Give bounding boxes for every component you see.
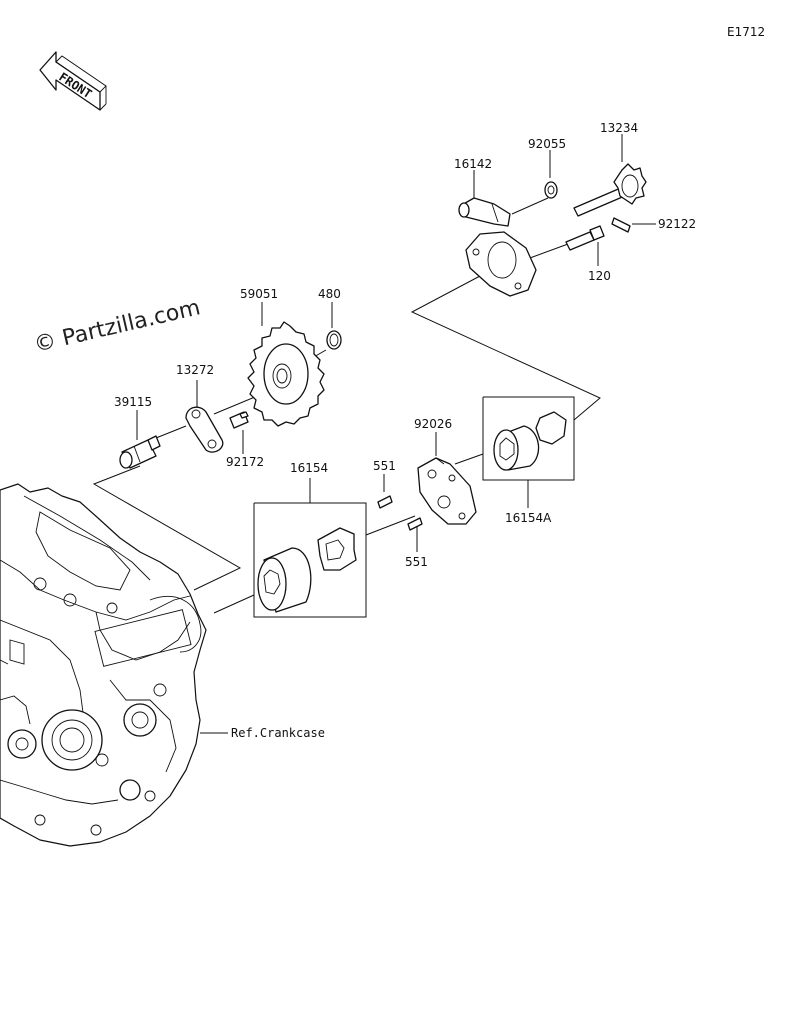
label-92055: 92055 (528, 137, 566, 151)
label-16154: 16154 (290, 461, 328, 475)
part-13234-shaft (573, 163, 647, 217)
front-arrow-icon: FRONT (39, 51, 107, 111)
part-labels: 13234 92055 16142 92122 120 59051 480 13… (114, 121, 696, 740)
label-16142: 16142 (454, 157, 492, 171)
part-16154A-rotor-set (493, 411, 567, 471)
leader-lines (92, 134, 656, 734)
label-59051: 59051 (240, 287, 278, 301)
label-551-upper: 551 (373, 459, 396, 473)
label-13234: 13234 (600, 121, 638, 135)
part-551-pin-upper (377, 495, 393, 509)
label-16154A: 16154A (505, 511, 552, 525)
label-480: 480 (318, 287, 341, 301)
crankcase-drawing (0, 483, 207, 847)
part-13272-plate (185, 406, 224, 453)
label-92122: 92122 (658, 217, 696, 231)
part-16154-rotor-set (257, 527, 357, 613)
label-120: 120 (588, 269, 611, 283)
part-480-circlip (326, 330, 342, 350)
diagram-code: E1712 (727, 25, 765, 39)
label-39115: 39115 (114, 395, 152, 409)
part-39115-fitting (119, 435, 161, 469)
label-551-lower: 551 (405, 555, 428, 569)
part-551-pin-lower (407, 517, 423, 531)
part-92055-washer (544, 181, 558, 199)
watermark: © Partzilla.com (32, 295, 203, 358)
part-92172-bolt (229, 411, 249, 429)
part-92026-cover (417, 457, 477, 525)
label-13272: 13272 (176, 363, 214, 377)
part-120-bolt (565, 225, 605, 251)
part-59051-gear (247, 321, 325, 427)
label-92026: 92026 (414, 417, 452, 431)
part-pump-body-upper (465, 231, 537, 297)
part-16142-fitting (458, 197, 511, 227)
part-92122-pin (611, 217, 631, 233)
label-92172: 92172 (226, 455, 264, 469)
label-ref-crankcase: Ref.Crankcase (231, 726, 325, 740)
